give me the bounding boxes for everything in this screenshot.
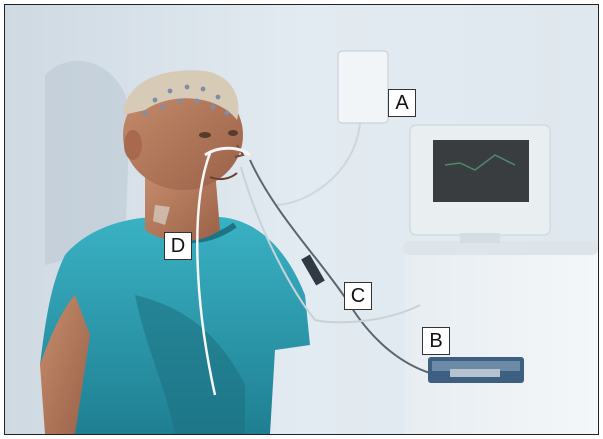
label-a: A <box>388 89 416 117</box>
photo-frame: A B C D <box>4 4 599 435</box>
wall-device-a <box>338 51 388 123</box>
label-d: D <box>164 232 192 260</box>
label-c: C <box>344 282 372 310</box>
recorder-device-b <box>428 357 524 383</box>
monitor-screen <box>433 140 529 202</box>
photo-scene <box>5 5 598 434</box>
label-b: B <box>422 327 450 355</box>
